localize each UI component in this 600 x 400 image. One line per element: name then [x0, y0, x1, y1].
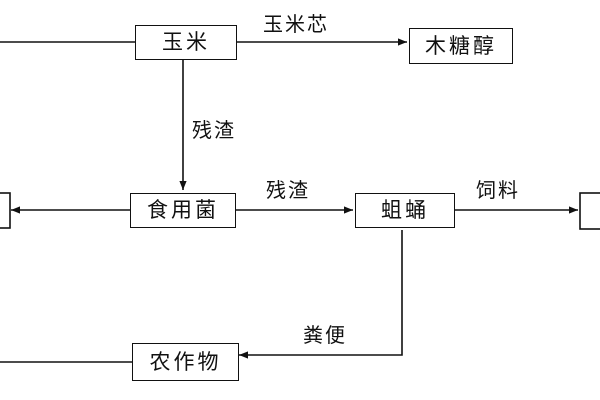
- node-crops: 农作物: [132, 343, 239, 381]
- node-mushroom: 食用菌: [130, 193, 236, 228]
- label-residue-vertical: 残渣: [192, 118, 236, 142]
- node-corn: 玉米: [135, 25, 237, 60]
- left-edge-box: [0, 192, 11, 229]
- right-edge-box: [579, 192, 600, 230]
- label-feed: 饲料: [476, 178, 520, 202]
- node-maggot: 蛆蛹: [355, 193, 455, 228]
- label-manure: 粪便: [303, 323, 347, 347]
- label-residue-horizontal: 残渣: [266, 178, 310, 202]
- label-corn-cob: 玉米芯: [263, 12, 329, 36]
- edge-maggot-to-crops: [239, 230, 403, 359]
- node-xylitol: 木糖醇: [409, 28, 513, 64]
